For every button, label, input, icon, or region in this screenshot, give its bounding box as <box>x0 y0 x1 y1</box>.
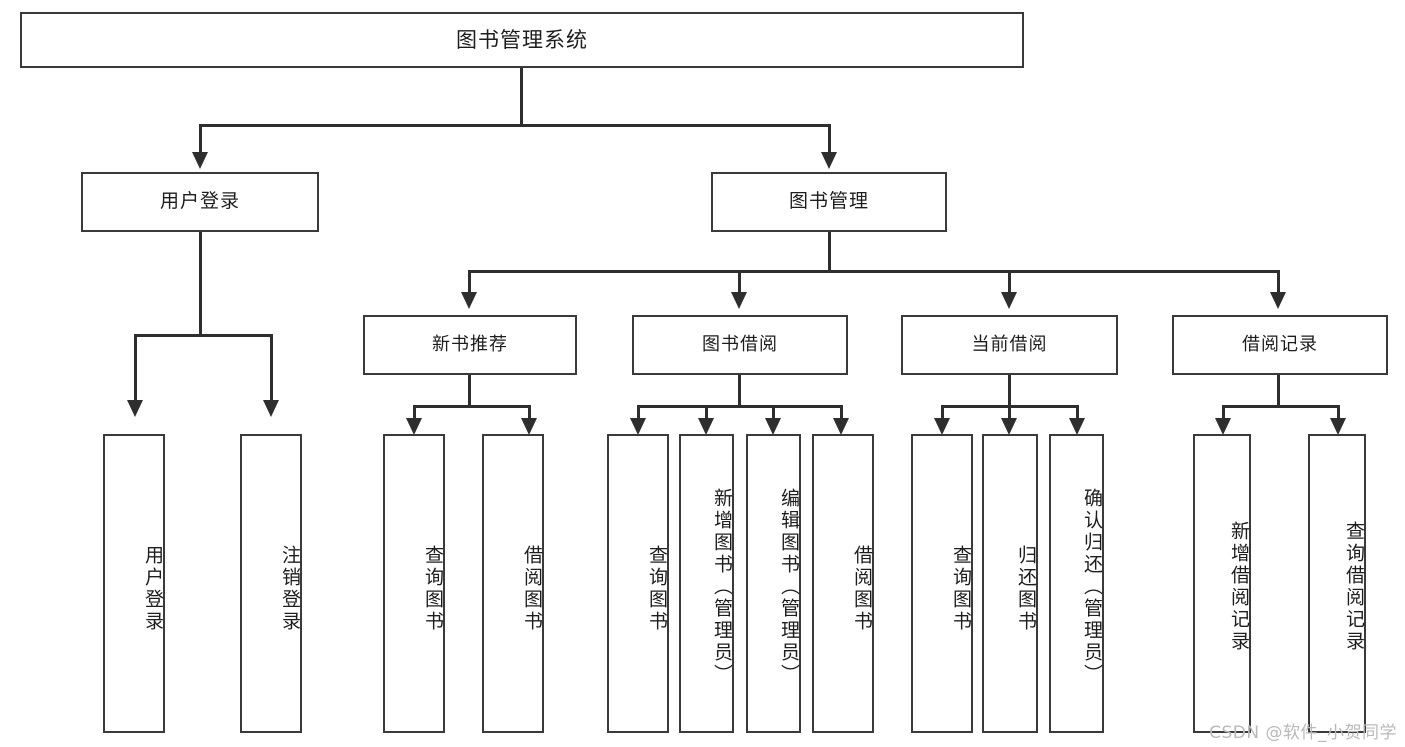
edge-book-borrow-to-leaf1 <box>637 405 640 421</box>
leaf-current-borrow-confirm[interactable]: 确认归还（管理员） <box>1049 434 1104 733</box>
arrow-borrow-records-to-leaf2 <box>1330 418 1346 435</box>
arrow-book-mgmt-to-borrow-records <box>1270 292 1286 309</box>
arrow-borrow-records-to-leaf1 <box>1215 418 1231 435</box>
leaf-current-borrow-query[interactable]: 查询图书 <box>911 434 973 733</box>
edge-borrow-records-bar <box>1222 405 1340 408</box>
edge-root-stem <box>520 68 523 126</box>
edge-root-to-book-mgmt <box>828 124 831 154</box>
edge-root-to-user-login <box>199 124 202 154</box>
arrow-user-login-to-leaf2 <box>263 400 279 417</box>
edge-book-borrow-bar <box>637 405 843 408</box>
edge-book-mgmt-to-current-borrow <box>1008 270 1011 294</box>
leaf-book-borrow-edit[interactable]: 编辑图书（管理员） <box>746 434 801 733</box>
edge-new-book-to-leaf2 <box>528 405 531 421</box>
leaf-borrow-records-query[interactable]: 查询借阅记录 <box>1308 434 1366 733</box>
edge-book-mgmt-stem <box>828 232 831 272</box>
edge-book-mgmt-to-new-book <box>468 270 471 294</box>
arrow-book-mgmt-to-current-borrow <box>1001 292 1017 309</box>
leaf-current-borrow-return[interactable]: 归还图书 <box>982 434 1038 733</box>
arrow-new-book-to-leaf1 <box>406 418 422 435</box>
arrow-current-borrow-to-leaf1 <box>934 418 950 435</box>
arrow-book-borrow-to-leaf1 <box>630 418 646 435</box>
edge-current-borrow-to-leaf3 <box>1076 405 1079 421</box>
edge-book-mgmt-to-borrow-records <box>1277 270 1280 294</box>
node-root-system[interactable]: 图书管理系统 <box>20 12 1024 68</box>
edge-book-mgmt-to-book-borrow <box>738 270 741 294</box>
arrow-book-borrow-to-leaf2 <box>698 418 714 435</box>
leaf-book-borrow-borrow[interactable]: 借阅图书 <box>812 434 874 733</box>
edge-book-mgmt-bar <box>468 270 1280 273</box>
node-user-login[interactable]: 用户登录 <box>81 172 319 232</box>
arrow-current-borrow-to-leaf3 <box>1069 418 1085 435</box>
leaf-book-borrow-query[interactable]: 查询图书 <box>607 434 669 733</box>
arrow-book-borrow-to-leaf4 <box>833 418 849 435</box>
arrow-root-to-book-mgmt <box>821 152 837 169</box>
edge-current-borrow-stem <box>1008 375 1011 407</box>
leaf-new-book-query[interactable]: 查询图书 <box>383 434 445 733</box>
edge-current-borrow-to-leaf1 <box>941 405 944 421</box>
arrow-book-mgmt-to-new-book <box>461 292 477 309</box>
leaf-book-borrow-add[interactable]: 新增图书（管理员） <box>679 434 734 733</box>
node-book-management[interactable]: 图书管理 <box>711 172 947 232</box>
edge-book-borrow-stem <box>738 375 741 407</box>
edge-current-borrow-to-leaf2 <box>1008 405 1011 421</box>
node-new-book-recommend[interactable]: 新书推荐 <box>363 315 577 375</box>
edge-book-borrow-to-leaf2 <box>705 405 708 421</box>
edge-new-book-bar <box>413 405 531 408</box>
edge-borrow-records-to-leaf2 <box>1337 405 1340 421</box>
leaf-new-book-borrow[interactable]: 借阅图书 <box>482 434 544 733</box>
edge-book-borrow-to-leaf3 <box>772 405 775 421</box>
arrow-book-mgmt-to-book-borrow <box>731 292 747 309</box>
arrow-current-borrow-to-leaf2 <box>1001 418 1017 435</box>
node-borrow-records[interactable]: 借阅记录 <box>1172 315 1388 375</box>
arrow-root-to-user-login <box>192 152 208 169</box>
edge-user-login-stem <box>199 232 202 336</box>
node-book-borrow[interactable]: 图书借阅 <box>632 315 848 375</box>
edge-root-bar <box>199 124 831 127</box>
edge-borrow-records-stem <box>1277 375 1280 407</box>
leaf-user-login-login[interactable]: 用户登录 <box>103 434 165 733</box>
edge-user-login-bar <box>134 334 273 337</box>
arrow-user-login-to-leaf1 <box>127 400 143 417</box>
leaf-user-login-logout[interactable]: 注销登录 <box>240 434 302 733</box>
edge-new-book-stem <box>468 375 471 407</box>
edge-user-login-to-leaf2 <box>270 334 273 402</box>
node-current-borrow[interactable]: 当前借阅 <box>901 315 1118 375</box>
edge-user-login-to-leaf1 <box>134 334 137 402</box>
leaf-borrow-records-add[interactable]: 新增借阅记录 <box>1193 434 1251 733</box>
edge-new-book-to-leaf1 <box>413 405 416 421</box>
edge-book-borrow-to-leaf4 <box>840 405 843 421</box>
arrow-new-book-to-leaf2 <box>521 418 537 435</box>
edge-borrow-records-to-leaf1 <box>1222 405 1225 421</box>
arrow-book-borrow-to-leaf3 <box>765 418 781 435</box>
